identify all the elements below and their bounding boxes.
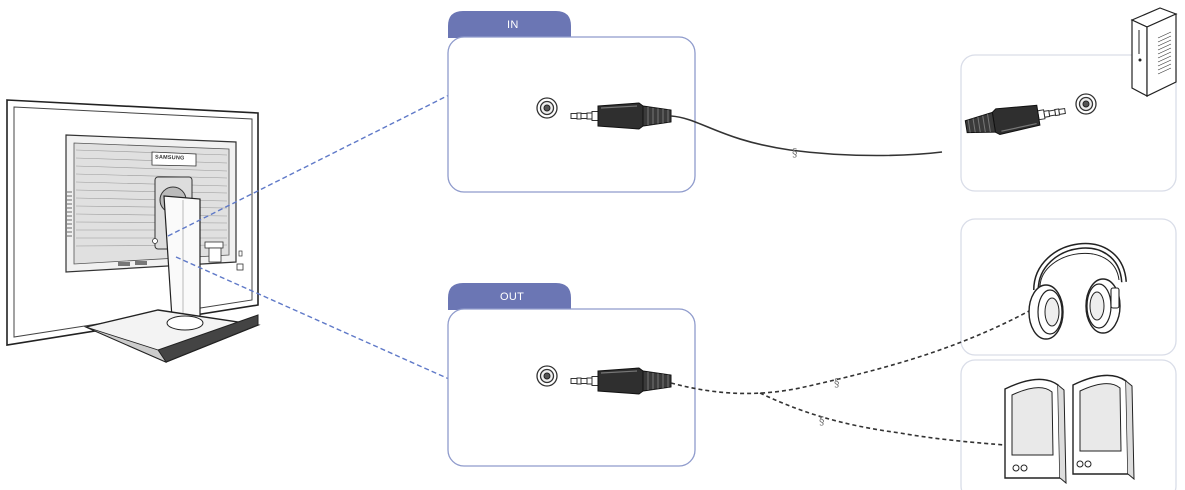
guide-line-in: [167, 94, 450, 237]
in-panel: [447, 11, 696, 193]
pc-jack-icon: [1075, 93, 1097, 115]
pc-device-box: [960, 54, 1177, 192]
cable-break-mark: §: [819, 414, 825, 427]
cable-break-mark: §: [834, 376, 840, 389]
out-panel-box: [447, 308, 696, 467]
headphones-icon: [1028, 242, 1127, 340]
headphones-device-box: [960, 218, 1177, 356]
in-tab-label: IN: [507, 19, 519, 31]
out-jack-icon: [536, 365, 558, 387]
in-jack-icon: [536, 97, 558, 119]
cable-break-mark: §: [792, 146, 798, 159]
headphones-cable: [670, 304, 1041, 395]
speakers-device-box: [960, 359, 1177, 490]
out-panel: [447, 283, 696, 467]
monitor-brand-label: SAMSUNG: [154, 154, 185, 162]
guide-line-out: [175, 256, 450, 380]
in-cable: [670, 115, 943, 157]
monitor-rear-icon: [6, 99, 261, 363]
out-tab-label: OUT: [500, 291, 525, 303]
out-tab: [448, 283, 571, 310]
speakers-icon: [1004, 374, 1135, 485]
speakers-cable: [759, 392, 1006, 446]
pc-tower-icon: [1130, 7, 1178, 97]
in-tab: [448, 11, 571, 38]
